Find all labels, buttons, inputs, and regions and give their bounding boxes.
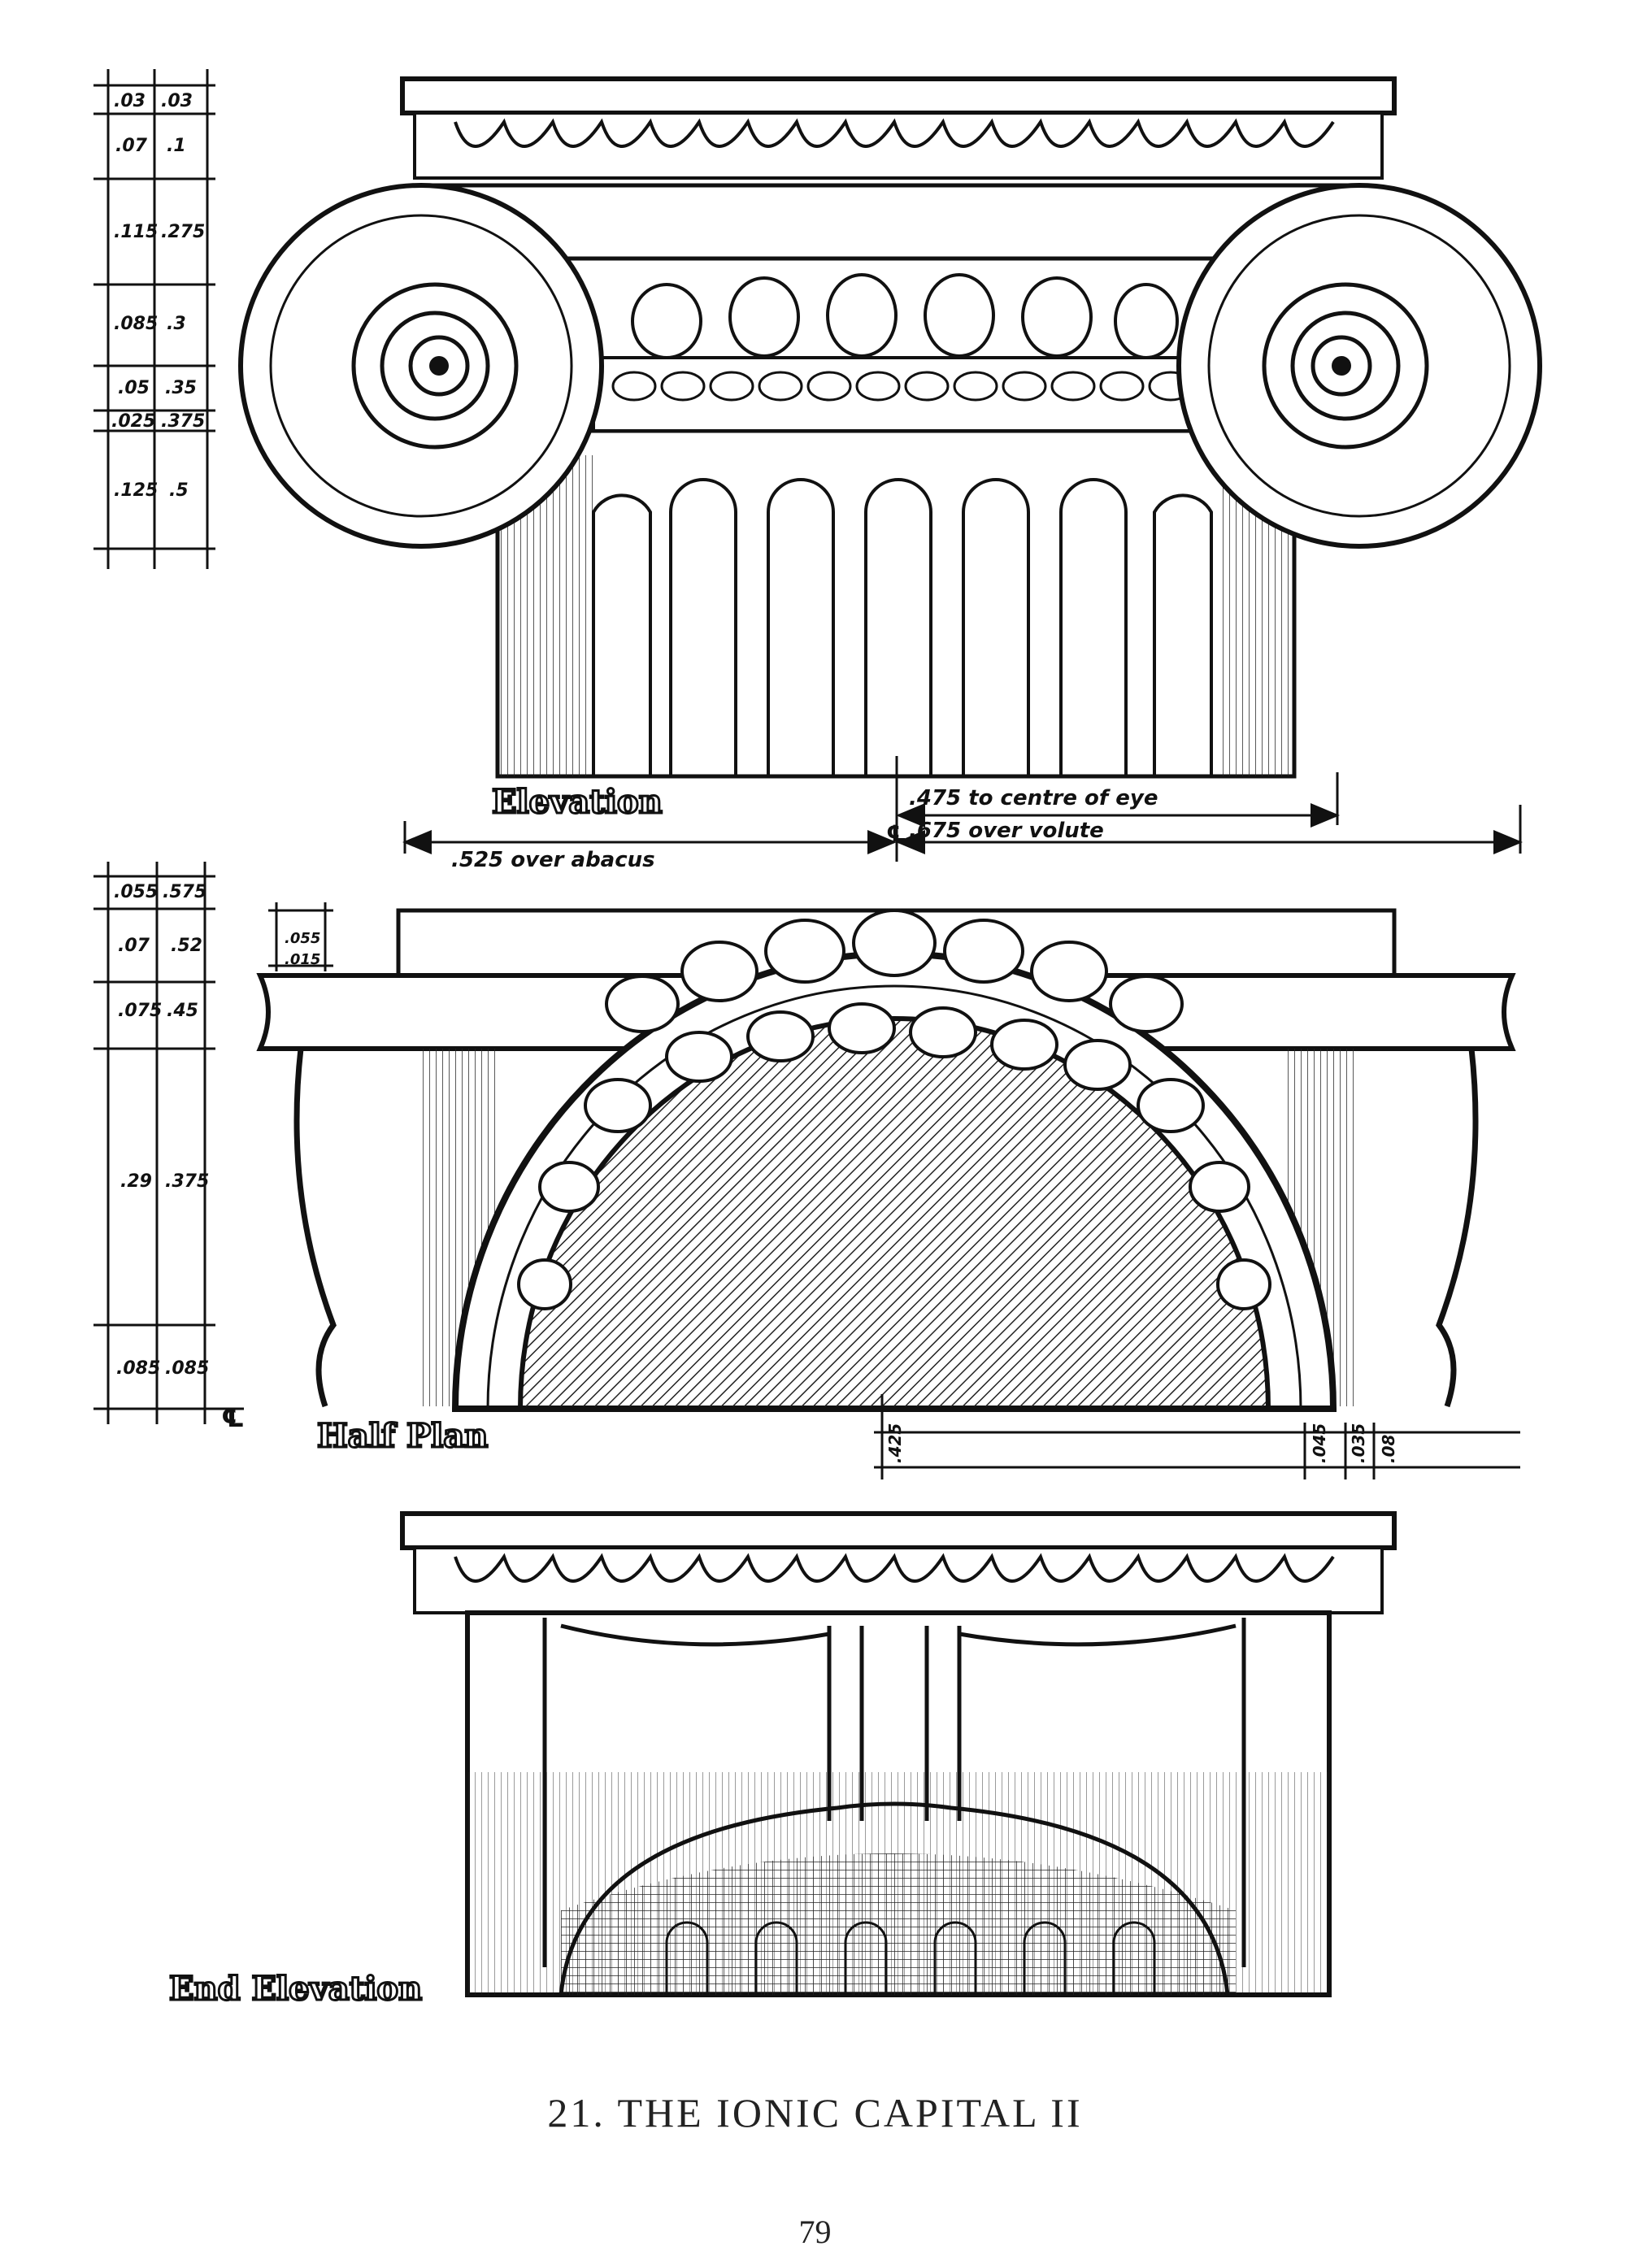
half-plan-dimension-table: [93, 862, 244, 1424]
plan-table-cell: .375: [165, 1171, 209, 1192]
elev-table-cell: .07: [115, 136, 148, 156]
plan-abacus-dim: .015: [285, 951, 320, 968]
plan-table-cell: .075: [118, 1001, 162, 1021]
elevation-label: Elevation: [492, 783, 663, 821]
plan-dim: .035: [1349, 1423, 1368, 1463]
elev-table-cell: .03: [114, 91, 146, 111]
elev-table-cell: .03: [161, 91, 193, 111]
elev-table-cell: .125: [114, 480, 158, 501]
elev-table-cell: .5: [169, 480, 189, 501]
plan-table-cell: .45: [167, 1001, 198, 1021]
abacus-small-dims: [268, 902, 333, 971]
plan-table-cell: .085: [116, 1358, 160, 1379]
elev-table-cell: .1: [167, 136, 186, 156]
bead-moulding: [611, 371, 1193, 402]
plan-abacus-dim: .055: [285, 930, 320, 947]
egg-and-dart: [631, 273, 1179, 359]
elev-table-cell: .05: [118, 378, 150, 398]
page-number: 79: [798, 2214, 832, 2250]
elevation-dimension-table: [93, 69, 215, 569]
elev-table-cell: .275: [161, 222, 205, 242]
leaf-moulding: [454, 118, 1335, 148]
plan-egg-moulding: [517, 909, 1271, 1310]
elev-table-cell: .3: [167, 314, 186, 334]
dim-over-abacus: .525 over abacus: [451, 848, 655, 872]
plan-table-cell: .07: [118, 936, 150, 956]
plate-caption: 21. THE IONIC CAPITAL II: [547, 2090, 1083, 2135]
elev-table-cell: .375: [161, 411, 205, 432]
plan-table-cell: .055: [114, 882, 158, 902]
elev-table-cell: .115: [114, 222, 158, 242]
centerline-symbol: ℄: [221, 1402, 245, 1433]
volute-right: [1176, 183, 1542, 549]
elev-table-cell: .085: [114, 314, 158, 334]
volute-left: [238, 183, 604, 549]
half-plan-drawing: [256, 908, 1516, 1412]
dim-over-volute: .675 over volute: [909, 819, 1104, 843]
plan-table-cell: .085: [165, 1358, 209, 1379]
half-plan-label: Half Plan: [317, 1417, 488, 1455]
centerline-symbol: ℄: [886, 820, 906, 847]
plan-dim: .425: [885, 1423, 905, 1463]
elevation-dimension-lines: [402, 756, 1523, 862]
elevation-drawing: [238, 76, 1542, 779]
elev-table-cell: .025: [111, 411, 155, 432]
dim-centre-of-eye: .475 to centre of eye: [909, 786, 1158, 810]
end-elevation-label: End Elevation: [169, 1970, 422, 2008]
plan-table-cell: .575: [163, 882, 206, 902]
plan-dim: .045: [1310, 1423, 1329, 1463]
elev-table-cell: .35: [165, 378, 197, 398]
plan-table-cell: .29: [120, 1171, 152, 1192]
plan-dim: .08: [1379, 1434, 1398, 1463]
plan-bottom-dimension-lines: [874, 1394, 1520, 1479]
end-elevation-drawing: [400, 1511, 1397, 1997]
plan-table-cell: .52: [171, 936, 202, 956]
